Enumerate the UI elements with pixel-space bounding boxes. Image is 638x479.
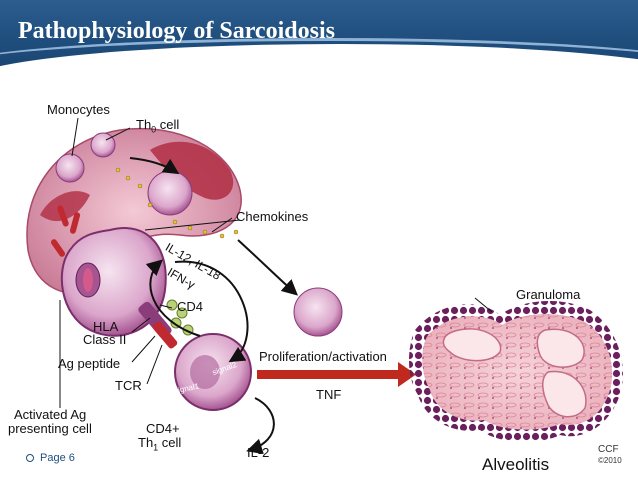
- label-cd4: CD4: [177, 299, 204, 314]
- label-monocytes: Monocytes: [47, 102, 110, 117]
- label-ag-peptide: Ag peptide: [58, 356, 121, 371]
- label-th0-main: Th: [136, 117, 152, 132]
- label-class-ii: Class II: [83, 332, 127, 347]
- ccf-copyright: CCF ©2010: [598, 444, 622, 466]
- label-th0-tail: cell: [156, 117, 180, 132]
- label-leader-lines: [59, 117, 493, 408]
- ccf-label: CCF: [598, 444, 619, 455]
- label-hla: HLA: [93, 319, 119, 334]
- header-swoosh-line: [0, 38, 638, 74]
- th0-cell-shape: [90, 132, 116, 158]
- label-proliferation: Proliferation/activation: [259, 349, 387, 364]
- ccf-year: ©2010: [598, 456, 622, 465]
- label-tnf: TNF: [316, 387, 342, 402]
- slide-header: [0, 0, 638, 74]
- label-th0-sub: 0: [151, 124, 157, 135]
- proliferation-arrow: [257, 362, 416, 387]
- diagram-arrows: [129, 157, 298, 455]
- hla-tcr-complex: [138, 299, 194, 349]
- label-th1-tail: cell: [158, 435, 182, 450]
- label-alveolitis: Alveolitis: [482, 455, 550, 474]
- page-number: Page 6: [40, 452, 75, 464]
- label-cd4-plus: CD4+: [146, 421, 180, 436]
- label-presenting-cell: presenting cell: [8, 421, 92, 436]
- chemokine-dots: [115, 167, 239, 239]
- label-th0-cell: Th0 cell: [136, 118, 179, 137]
- monocyte-2: [147, 170, 193, 216]
- label-il2: IL-2: [247, 445, 270, 460]
- bullet-circle-icon: [26, 454, 34, 463]
- monocyte-1: [55, 153, 85, 183]
- page-footer: Page 6: [26, 452, 75, 464]
- label-tcr: TCR: [115, 378, 142, 393]
- slide-title: Pathophysiology of Sarcoidosis: [18, 18, 335, 44]
- label-granuloma: Granuloma: [516, 287, 581, 302]
- granuloma: [409, 300, 623, 442]
- migrating-monocyte: [293, 287, 343, 337]
- label-th1-sub: 1: [153, 442, 159, 453]
- label-th1-cell: Th1 cell: [138, 436, 181, 455]
- label-th1-main: Th: [138, 435, 154, 450]
- label-activated-ag: Activated Ag: [14, 407, 87, 422]
- label-chemokines: Chemokines: [236, 209, 309, 224]
